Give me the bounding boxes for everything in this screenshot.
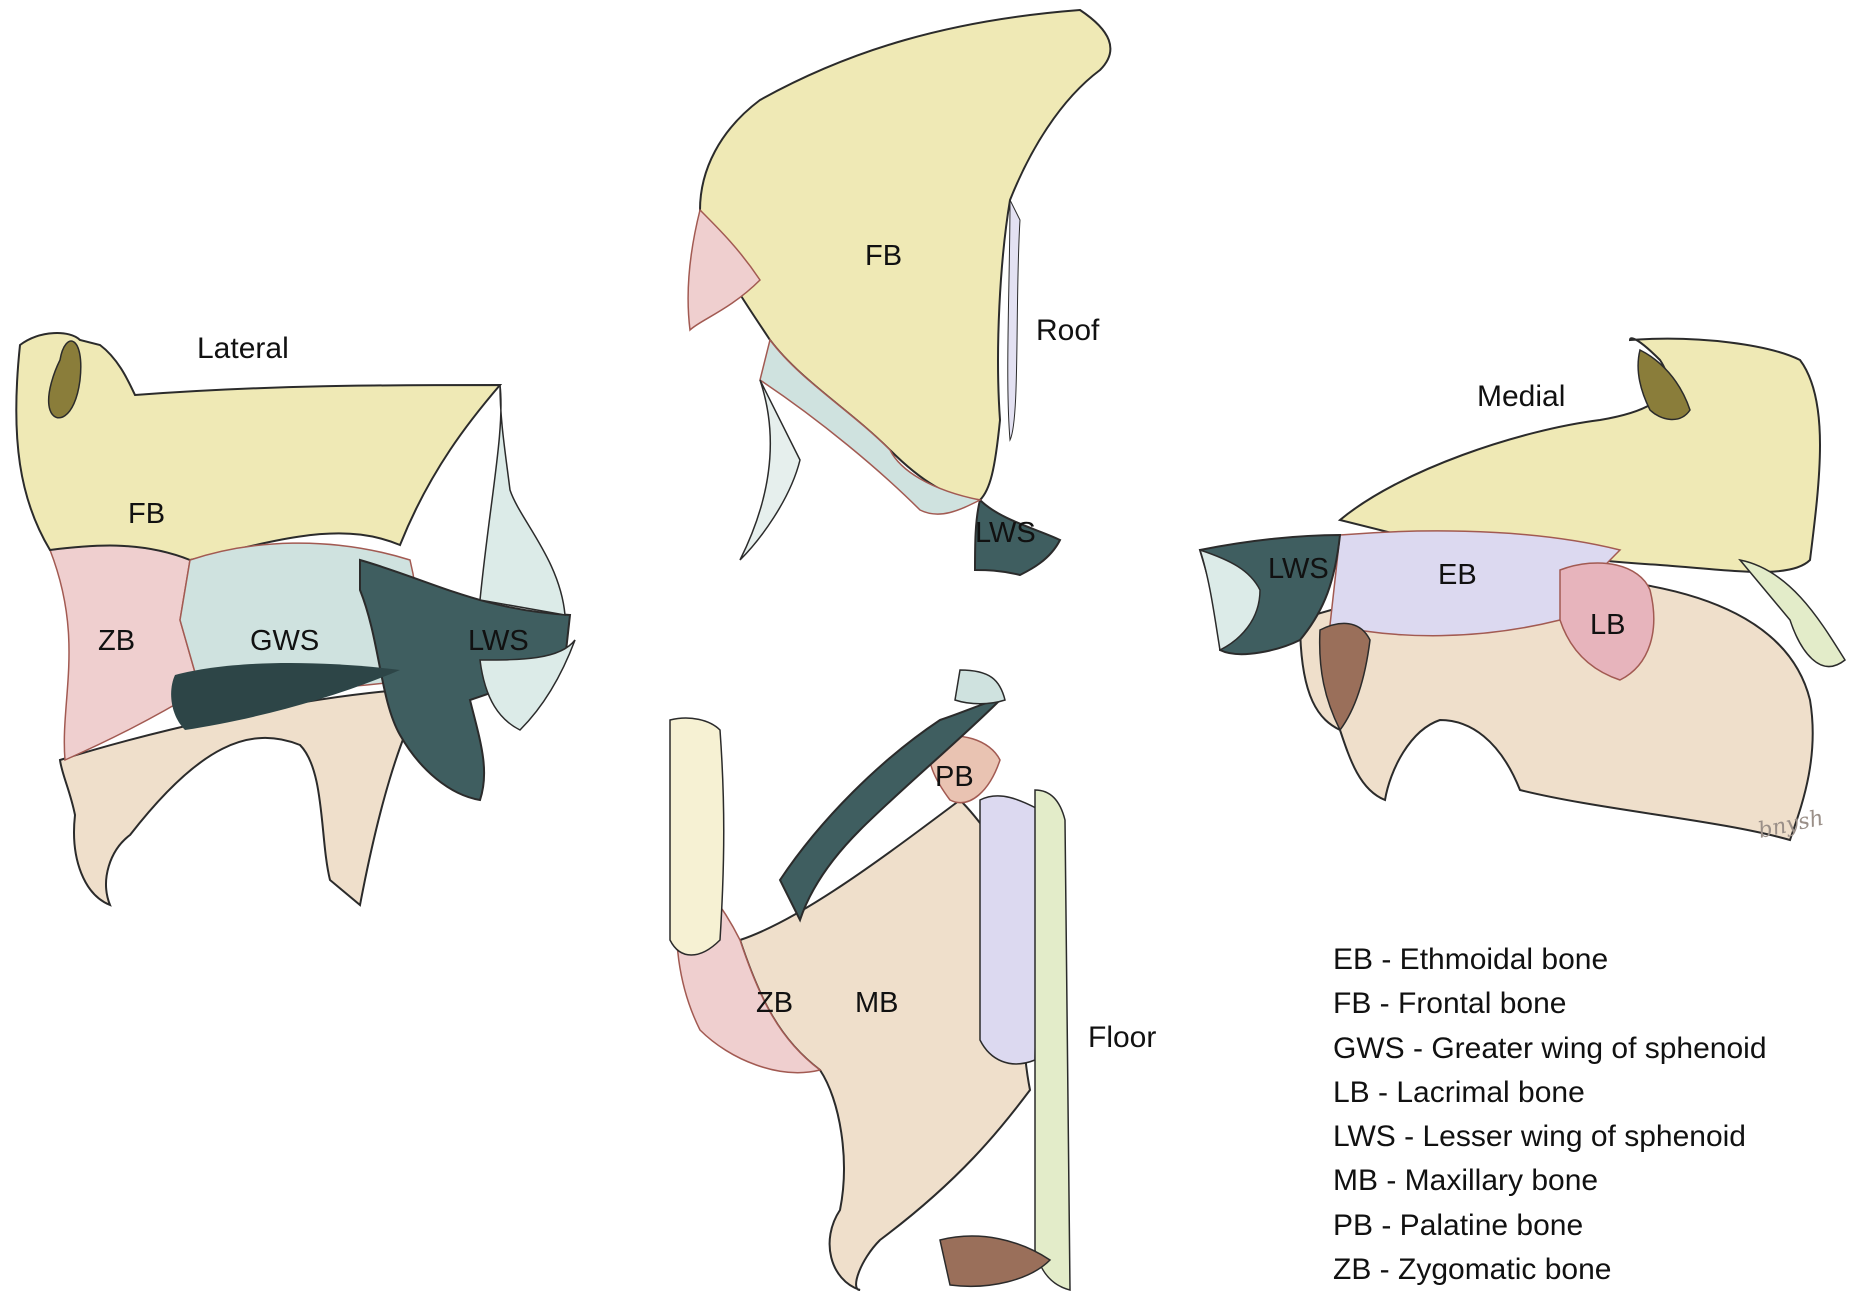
lateral-lesser-wing-region <box>359 558 572 802</box>
roof-lws-label: LWS <box>975 517 1036 549</box>
legend-item: FB - Frontal bone <box>1333 987 1567 1021</box>
lateral-maxillary-region <box>58 688 422 907</box>
lateral-gws-label: GWS <box>250 625 319 657</box>
lateral-fb-label: FB <box>128 498 165 530</box>
roof-frontal-region <box>698 8 1112 502</box>
medial-lws-label: LWS <box>1268 553 1329 585</box>
medial-lb-label: LB <box>1590 609 1625 641</box>
legend-item: PB - Palatine bone <box>1333 1208 1584 1242</box>
floor-mb-label: MB <box>855 987 899 1019</box>
floor-view-title: Floor <box>1088 1021 1156 1054</box>
floor-zb-label: ZB <box>756 987 793 1019</box>
legend-item: ZB - Zygomatic bone <box>1333 1253 1612 1287</box>
abbreviation-legend: EB - Ethmoidal bone FB - Frontal bone GW… <box>1333 938 1767 1292</box>
medial-eb-label: EB <box>1438 559 1477 591</box>
lateral-frontal-region <box>15 332 503 562</box>
floor-illustration <box>669 669 1071 1291</box>
medial-frontal-region <box>1337 337 1821 573</box>
roof-fb-label: FB <box>865 240 902 272</box>
legend-item: GWS - Greater wing of sphenoid <box>1333 1031 1767 1065</box>
legend-item: EB - Ethmoidal bone <box>1333 943 1609 976</box>
medial-view-title: Medial <box>1477 380 1565 413</box>
medial-wall-illustration <box>1198 337 1846 842</box>
medial-lacrimal-region <box>1559 562 1655 681</box>
lateral-lws-label: LWS <box>468 625 529 657</box>
roof-lesser-wing-region <box>973 498 1062 577</box>
lateral-zb-label: ZB <box>98 625 135 657</box>
lateral-view-title: Lateral <box>197 332 289 365</box>
lateral-wall-illustration <box>15 332 576 907</box>
floor-palatine-region <box>928 735 1001 804</box>
legend-item: MB - Maxillary bone <box>1333 1164 1599 1198</box>
roof-view-title: Roof <box>1036 314 1100 347</box>
legend-item: LB - Lacrimal bone <box>1333 1075 1585 1109</box>
roof-illustration <box>687 8 1112 577</box>
legend-item: LWS - Lesser wing of sphenoid <box>1333 1120 1746 1154</box>
floor-pb-label: PB <box>935 761 974 793</box>
